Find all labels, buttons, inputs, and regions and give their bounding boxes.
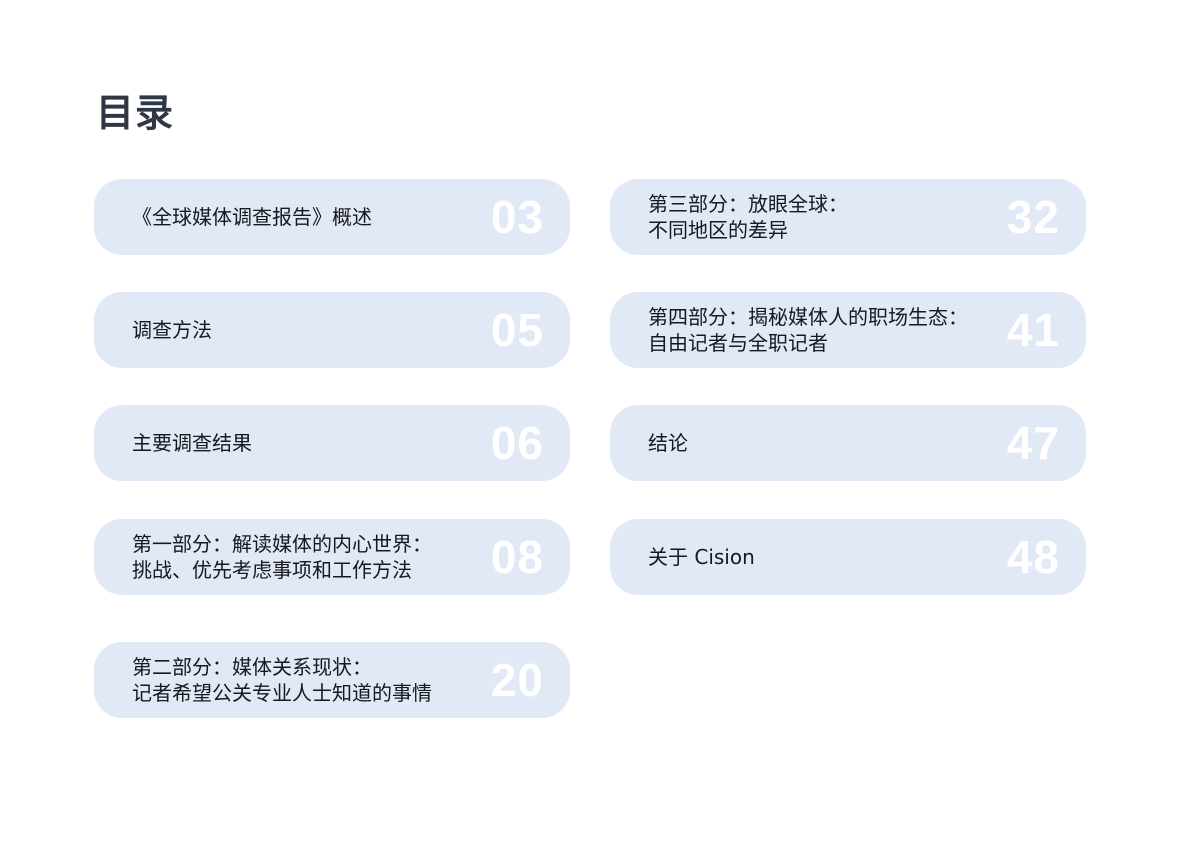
toc-item-key-findings[interactable]: 主要调查结果 06 [94,405,570,481]
toc-item-label: 主要调查结果 [132,431,252,455]
toc-item-label: 第三部分：放眼全球： 不同地区的差异 [648,192,848,242]
toc-page-number: 41 [1006,304,1060,356]
page-title: 目录 [96,91,175,135]
toc-item-part-two[interactable]: 第二部分：媒体关系现状： 记者希望公关专业人士知道的事情 20 [94,642,570,718]
toc-page-number: 48 [1006,531,1060,583]
toc-item-part-one[interactable]: 第一部分：解读媒体的内心世界： 挑战、优先考虑事项和工作方法 08 [94,519,570,595]
toc-item-label: 第四部分：揭秘媒体人的职场生态： 自由记者与全职记者 [648,305,968,355]
toc-item-part-three[interactable]: 第三部分：放眼全球： 不同地区的差异 32 [610,179,1086,255]
toc-item-label: 结论 [648,431,688,455]
toc-page-number: 06 [490,417,544,469]
toc-item-label: 第一部分：解读媒体的内心世界： 挑战、优先考虑事项和工作方法 [132,532,432,582]
toc-item-label: 调查方法 [132,318,212,342]
toc-page-number: 20 [490,654,544,706]
toc-page-number: 47 [1006,417,1060,469]
toc-item-part-four[interactable]: 第四部分：揭秘媒体人的职场生态： 自由记者与全职记者 41 [610,292,1086,368]
toc-page-number: 08 [490,531,544,583]
toc-page-number: 05 [490,304,544,356]
toc-item-about-cision[interactable]: 关于 Cision 48 [610,519,1086,595]
toc-page-number: 03 [490,191,544,243]
toc-item-label: 《全球媒体调查报告》概述 [132,205,372,229]
toc-item-methodology[interactable]: 调查方法 05 [94,292,570,368]
toc-page-number: 32 [1006,191,1060,243]
toc-item-conclusion[interactable]: 结论 47 [610,405,1086,481]
toc-item-label: 关于 Cision [648,545,755,569]
toc-item-overview[interactable]: 《全球媒体调查报告》概述 03 [94,179,570,255]
toc-item-label: 第二部分：媒体关系现状： 记者希望公关专业人士知道的事情 [132,655,432,705]
